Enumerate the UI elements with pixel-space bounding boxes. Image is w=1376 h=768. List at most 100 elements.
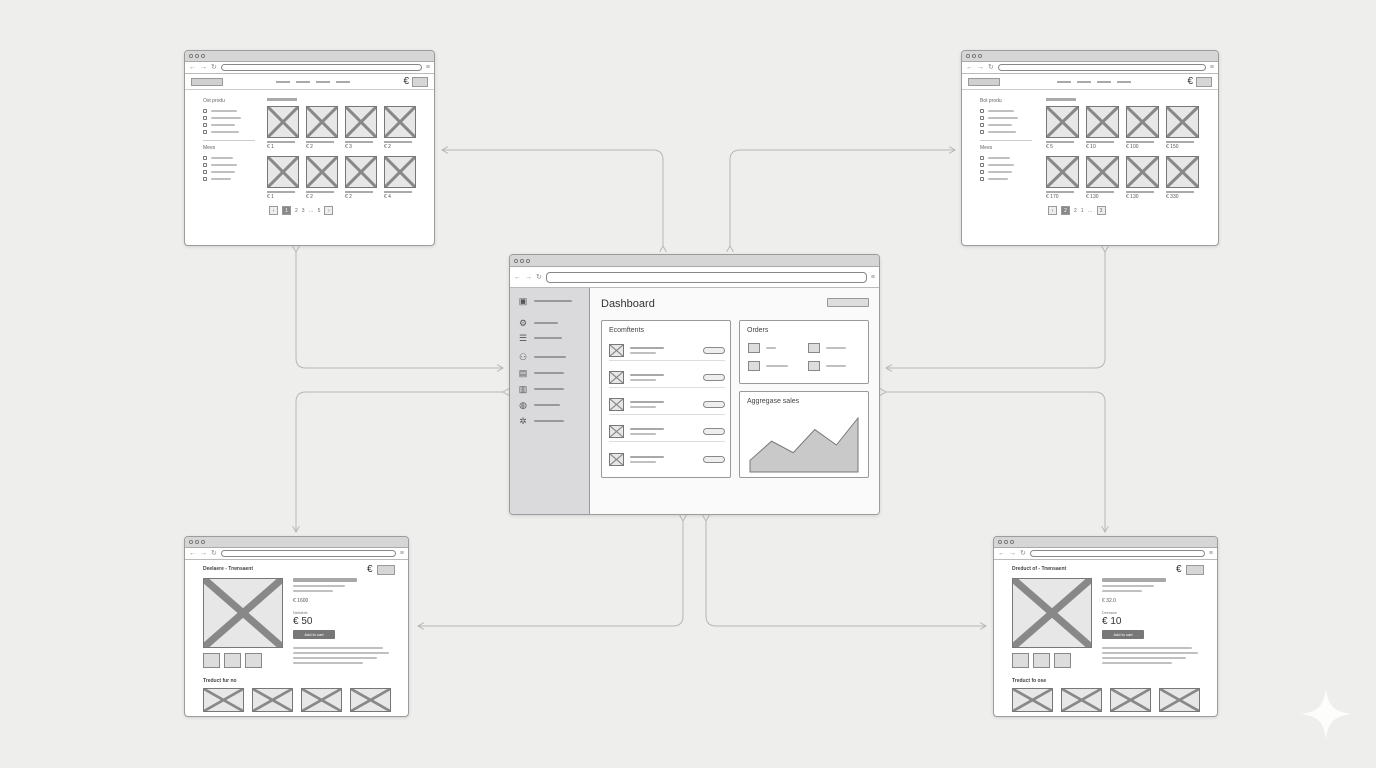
related-product-card[interactable] — [1012, 688, 1053, 712]
window-maximize-dot[interactable] — [1010, 540, 1014, 544]
cart-button[interactable] — [1196, 76, 1212, 87]
sidebar-item-shop[interactable]: ▣ — [518, 296, 572, 306]
pagination-page[interactable]: 2 — [1061, 206, 1070, 215]
filter-checkbox[interactable] — [980, 109, 984, 113]
thumbnail[interactable] — [203, 653, 220, 668]
sidebar-item-settings[interactable]: ⚙ — [518, 318, 558, 328]
nav-link[interactable] — [1076, 80, 1091, 83]
forward-icon[interactable]: → — [200, 550, 207, 557]
product-card[interactable]: € 10 — [1086, 106, 1119, 150]
item-toggle[interactable] — [703, 428, 725, 435]
nav-link[interactable] — [1056, 80, 1071, 83]
thumbnail[interactable] — [245, 653, 262, 668]
sidebar-item-config[interactable]: ✲ — [518, 416, 564, 426]
window-minimize-dot[interactable] — [195, 54, 199, 58]
product-card[interactable]: € 150 — [1166, 106, 1199, 150]
pagination-prev[interactable]: ‹ — [269, 206, 278, 215]
window-minimize-dot[interactable] — [195, 540, 199, 544]
nav-link[interactable] — [276, 80, 291, 83]
product-card[interactable]: € 1 — [267, 156, 299, 200]
window-close-dot[interactable] — [514, 258, 518, 263]
product-card[interactable]: € 330 — [1166, 156, 1199, 200]
filter-checkbox[interactable] — [980, 123, 984, 127]
sidebar-item-global[interactable]: ◍ — [518, 400, 560, 410]
cart-button[interactable] — [377, 565, 395, 575]
window-close-dot[interactable] — [189, 54, 193, 58]
product-card[interactable]: € 4 — [384, 156, 416, 200]
filter-checkbox[interactable] — [203, 177, 207, 181]
forward-icon[interactable]: → — [200, 64, 207, 71]
item-toggle[interactable] — [703, 401, 725, 408]
thumbnail[interactable] — [224, 653, 241, 668]
product-card[interactable]: € 130 — [1126, 156, 1159, 200]
filter-checkbox[interactable] — [203, 156, 207, 160]
thumbnail[interactable] — [1054, 653, 1071, 668]
list-item[interactable] — [609, 368, 725, 388]
cart-button[interactable] — [1186, 565, 1204, 575]
pagination-next[interactable]: › — [324, 206, 334, 215]
menu-icon[interactable]: ≡ — [870, 273, 875, 281]
product-card[interactable]: € 3 — [345, 106, 377, 150]
product-card[interactable]: € 170 — [1046, 156, 1079, 200]
product-card[interactable]: € 5 — [1046, 106, 1079, 150]
product-card[interactable]: € 2 — [306, 156, 338, 200]
url-bar[interactable] — [220, 64, 422, 71]
filter-checkbox[interactable] — [980, 163, 984, 167]
list-item[interactable] — [609, 341, 725, 361]
related-product-card[interactable] — [1061, 688, 1102, 712]
menu-icon[interactable]: ≡ — [425, 64, 430, 71]
add-to-cart-button[interactable]: Add to cart — [1102, 630, 1144, 639]
filter-checkbox[interactable] — [203, 123, 207, 127]
menu-icon[interactable]: ≡ — [399, 550, 404, 557]
filter-checkbox[interactable] — [980, 130, 984, 134]
nav-link[interactable] — [1116, 80, 1131, 83]
nav-link[interactable] — [316, 80, 331, 83]
window-maximize-dot[interactable] — [201, 540, 205, 544]
filter-checkbox[interactable] — [203, 163, 207, 167]
related-product-card[interactable] — [301, 688, 342, 712]
pagination-page[interactable]: 1 — [282, 206, 291, 215]
cart-button[interactable] — [412, 76, 428, 87]
site-logo[interactable] — [191, 77, 223, 86]
url-bar[interactable] — [220, 550, 396, 557]
related-product-card[interactable] — [1110, 688, 1151, 712]
sidebar-item-cards[interactable]: ▤ — [518, 368, 564, 378]
sidebar-item-analytics[interactable]: ▥ — [518, 384, 564, 394]
window-maximize-dot[interactable] — [201, 54, 205, 58]
forward-icon[interactable]: → — [525, 273, 532, 281]
forward-icon[interactable]: → — [977, 64, 984, 71]
item-toggle[interactable] — [703, 455, 725, 463]
window-maximize-dot[interactable] — [526, 258, 530, 263]
back-icon[interactable]: ← — [998, 550, 1005, 557]
back-icon[interactable]: ← — [189, 550, 196, 557]
breadcrumb[interactable]: Deelaere - Trwnsaent — [203, 566, 254, 572]
back-icon[interactable]: ← — [514, 273, 521, 281]
reload-icon[interactable]: ↻ — [988, 64, 994, 71]
reload-icon[interactable]: ↻ — [1020, 550, 1026, 557]
filter-checkbox[interactable] — [980, 177, 984, 181]
nav-link[interactable] — [296, 80, 311, 83]
url-bar[interactable] — [545, 271, 867, 283]
add-to-cart-button[interactable]: Add to cart — [293, 630, 335, 639]
list-item[interactable] — [609, 422, 725, 442]
product-card[interactable]: € 2 — [384, 106, 416, 150]
sidebar-item-users[interactable]: ⚇ — [518, 352, 566, 362]
menu-icon[interactable]: ≡ — [1209, 64, 1214, 71]
filter-checkbox[interactable] — [203, 130, 207, 134]
thumbnail[interactable] — [1012, 653, 1029, 668]
related-product-card[interactable] — [203, 688, 244, 712]
pagination-page[interactable]: 2 — [295, 207, 298, 214]
product-card[interactable]: € 130 — [1086, 156, 1119, 200]
related-product-card[interactable] — [350, 688, 391, 712]
filter-checkbox[interactable] — [203, 170, 207, 174]
product-card[interactable]: € 2 — [306, 106, 338, 150]
reload-icon[interactable]: ↻ — [211, 64, 217, 71]
item-toggle[interactable] — [703, 347, 725, 354]
filter-checkbox[interactable] — [980, 156, 984, 160]
product-card[interactable]: € 2 — [345, 156, 377, 200]
breadcrumb[interactable]: Dreduct of - Trwnsaent — [1012, 566, 1067, 572]
header-action-button[interactable] — [827, 298, 869, 307]
reload-icon[interactable]: ↻ — [211, 550, 217, 557]
window-close-dot[interactable] — [998, 540, 1002, 544]
list-item[interactable] — [609, 395, 725, 415]
